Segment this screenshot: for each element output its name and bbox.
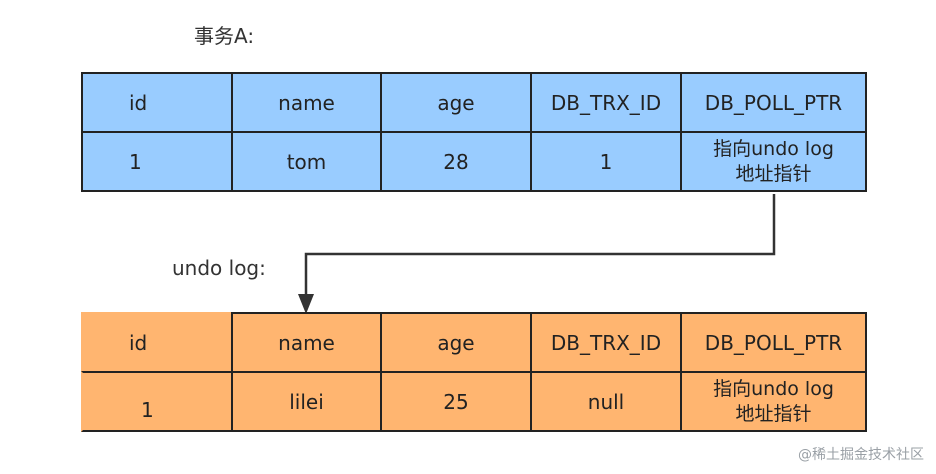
undo-value-name: lilei: [231, 371, 382, 432]
undo-value-trx-id: null: [530, 371, 682, 432]
undo-header-name: name: [231, 312, 382, 373]
undo-log-label: undo log:: [172, 256, 266, 280]
transaction-a-label: 事务A:: [194, 24, 255, 48]
undo-value-poll-ptr: 指向undo log 地址指针: [680, 371, 867, 432]
undo-header-age: age: [380, 312, 532, 373]
undo-value-age: 25: [380, 371, 532, 432]
current-value-age: 28: [380, 131, 532, 192]
current-value-name: tom: [231, 131, 382, 192]
current-header-name: name: [231, 72, 382, 133]
pointer-arrow-line: [304, 194, 776, 296]
current-value-trx-id: 1: [530, 131, 682, 192]
pointer-arrowhead: [298, 294, 314, 314]
undo-header-id: id: [81, 312, 233, 373]
undo-header-trx-id: DB_TRX_ID: [530, 312, 682, 373]
undo-value-id: 1: [81, 371, 233, 432]
undo-header-poll-ptr: DB_POLL_PTR: [680, 312, 867, 373]
watermark: @稀土掘金技术社区: [798, 447, 924, 463]
current-value-poll-ptr: 指向undo log 地址指针: [680, 131, 867, 192]
